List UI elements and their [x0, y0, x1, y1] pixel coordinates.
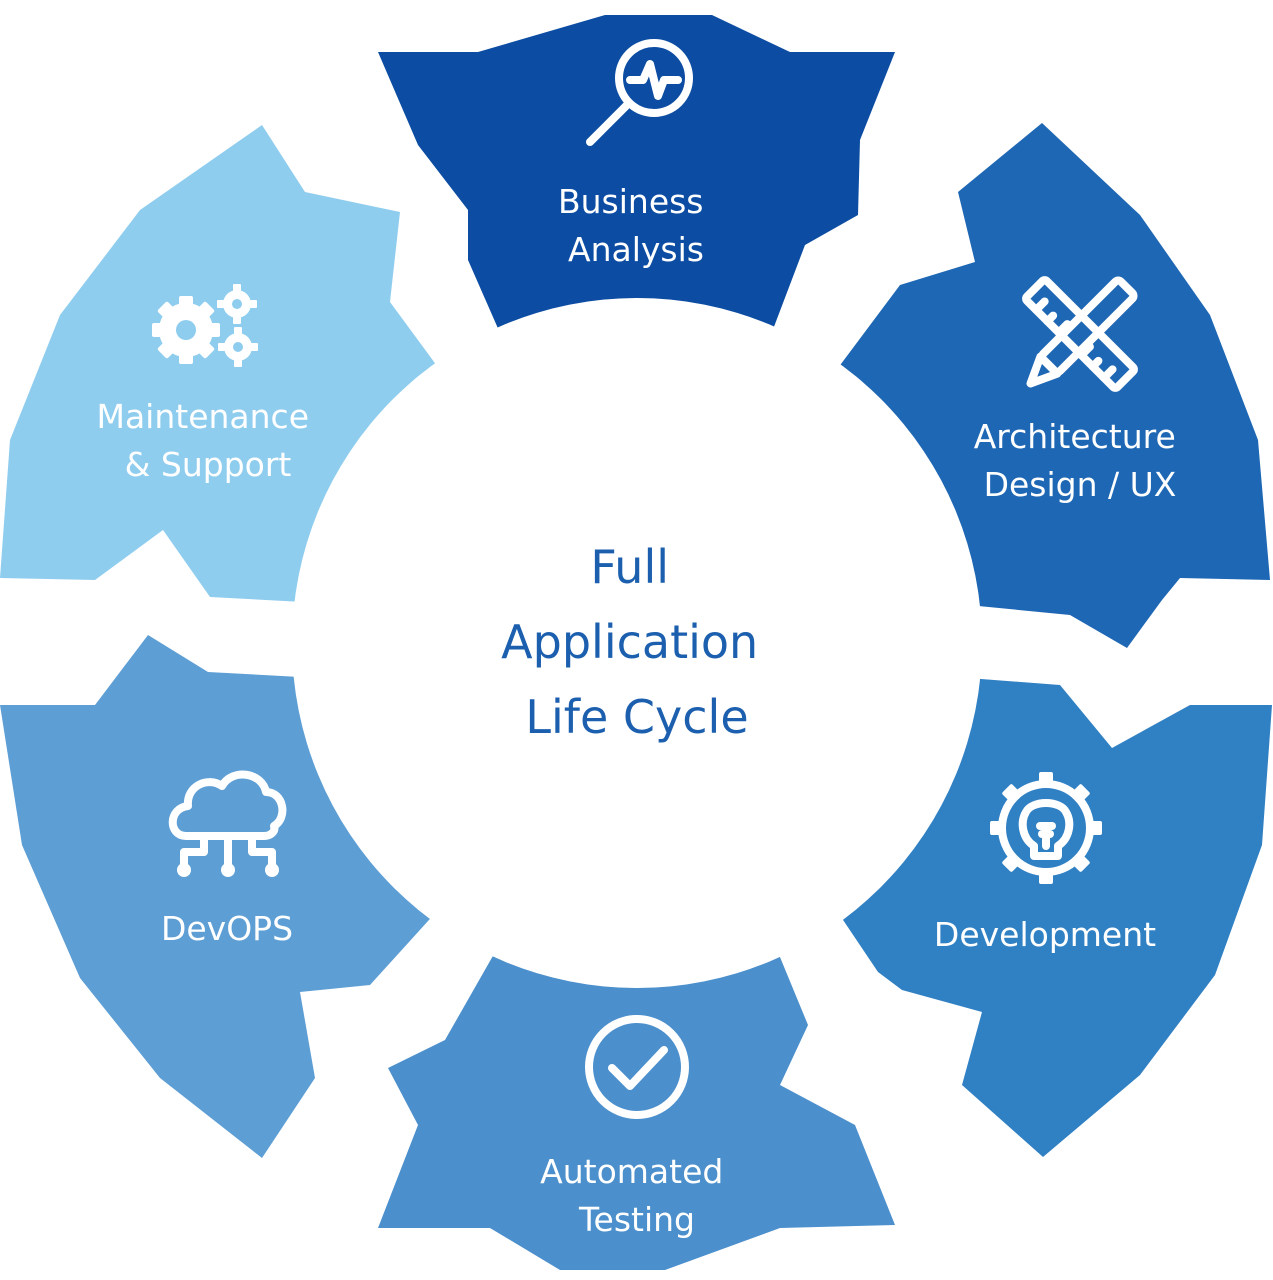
center-title-line: Application — [501, 615, 758, 669]
label-architecture-design: Architecture Design / UX — [974, 417, 1187, 504]
label-line: & Support — [125, 445, 292, 484]
label-line: Maintenance — [96, 397, 309, 436]
label-development: Development — [934, 915, 1156, 954]
label-line: DevOPS — [161, 909, 293, 948]
label-business-analysis: Business Analysis — [558, 182, 714, 269]
label-line: Design / UX — [984, 465, 1177, 504]
segment-maintenance-support — [0, 125, 440, 602]
center-title: Full Application Life Cycle — [501, 540, 773, 744]
center-title-line: Life Cycle — [525, 690, 748, 744]
label-line: Development — [934, 915, 1156, 954]
check-circle-icon — [585, 1015, 689, 1119]
label-line: Analysis — [568, 230, 704, 269]
cloud-network-icon — [168, 770, 287, 877]
gear-lightbulb-icon — [990, 772, 1102, 884]
segment-architecture-design — [835, 123, 1270, 648]
center-title-line: Full — [590, 540, 669, 594]
segment-business-analysis — [378, 15, 895, 333]
ruler-pencil-icon — [1022, 276, 1138, 392]
magnifier-pulse-icon — [586, 39, 693, 146]
center-hub — [292, 298, 982, 988]
label-line: Testing — [578, 1200, 695, 1239]
label-automated-testing: Automated Testing — [540, 1152, 734, 1239]
label-maintenance-support: Maintenance & Support — [96, 397, 319, 484]
segment-automated-testing — [378, 945, 895, 1270]
label-line: Automated — [540, 1152, 723, 1191]
label-line: Architecture — [974, 417, 1176, 456]
label-line: Business — [558, 182, 704, 221]
gears-icon — [152, 284, 258, 367]
label-devops: DevOPS — [161, 909, 293, 948]
